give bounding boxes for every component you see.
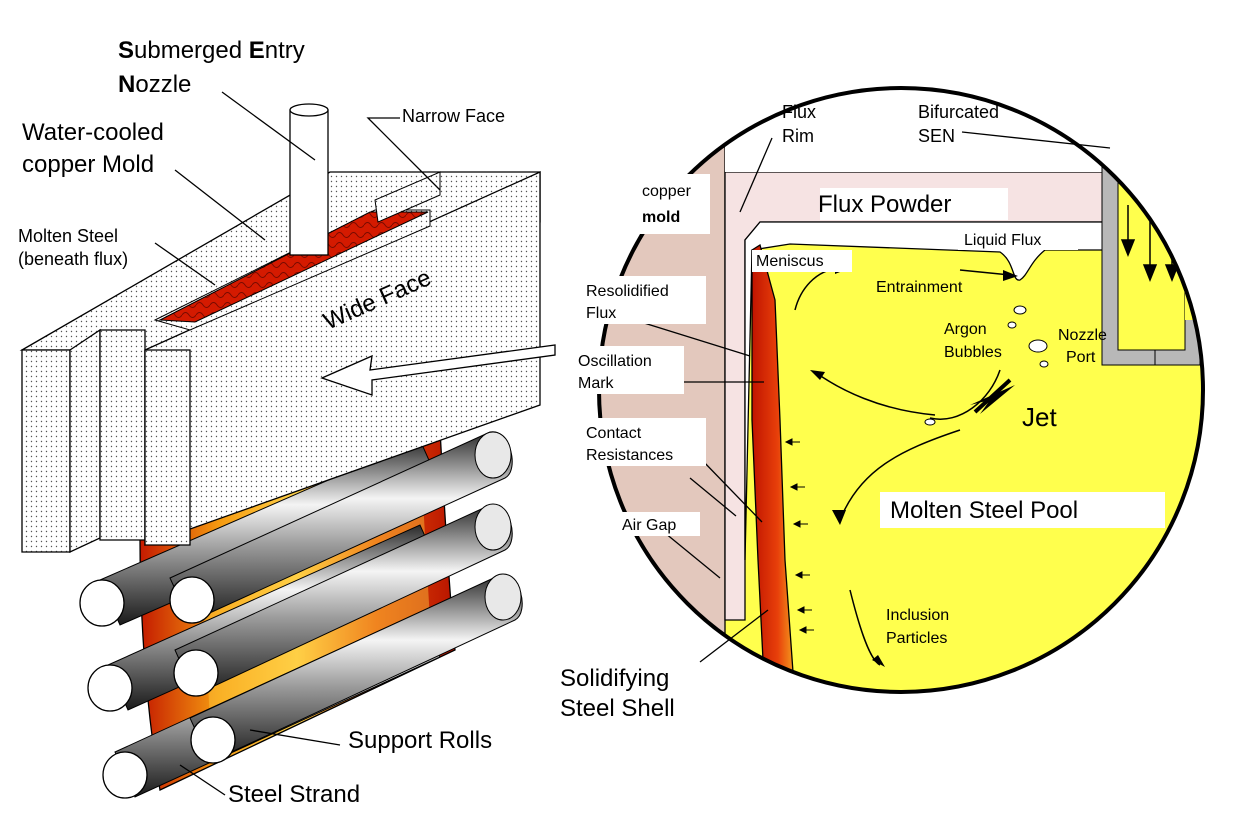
- sen-label-line2: Nozzle: [118, 71, 191, 98]
- entrainment-label: Entrainment: [876, 279, 963, 296]
- bifurcated-sen-label-line1: Bifurcated: [918, 102, 999, 122]
- mold-label-line2: copper Mold: [22, 151, 154, 178]
- nozzle-port-label-line2: Port: [1066, 349, 1096, 366]
- liquid-flux-label: Liquid Flux: [964, 232, 1041, 249]
- copper-mold: [19, 170, 541, 554]
- zoom-arrow: [320, 344, 556, 396]
- steel-strand-label: Steel Strand: [228, 781, 360, 808]
- flux-powder-label: Flux Powder: [818, 191, 951, 218]
- support-rolls: [79, 431, 523, 799]
- narrow-face: [374, 171, 441, 223]
- air-gap-label: Air Gap: [622, 517, 676, 534]
- roll: [173, 503, 513, 697]
- support-rolls-label: Support Rolls: [348, 727, 492, 754]
- solidifying-shell-label-line1: Solidifying: [560, 665, 669, 692]
- oscillation-mark-label-line2: Mark: [578, 375, 615, 392]
- oscillation-mark-label-line1: Oscillation: [578, 353, 652, 370]
- contact-resistances-label-line2: Resistances: [586, 447, 673, 464]
- flux-rim-label-line1: Flux: [782, 102, 816, 122]
- liquid-flux: [744, 221, 1106, 561]
- argon-bubbles-label-line2: Bubbles: [944, 344, 1002, 361]
- solidifying-shell-label-line2: Steel Shell: [560, 695, 675, 722]
- submerged-entry-nozzle: [289, 103, 329, 256]
- flux-rim-label-line2: Rim: [782, 126, 814, 146]
- mold-label-line1: Water-cooled: [22, 119, 164, 146]
- inclusion-particles-label-line1: Inclusion: [886, 607, 949, 624]
- roll: [169, 431, 513, 624]
- strand-assembly: [79, 429, 523, 799]
- bifurcated-sen-label-line2: SEN: [918, 126, 955, 146]
- molten-steel-label-line2: (beneath flux): [18, 249, 128, 269]
- resolidified-flux-label-line2: Flux: [586, 305, 616, 322]
- sen-label-line1: Submerged Entry: [118, 37, 305, 64]
- copper-mold-label-line2: mold: [642, 209, 680, 226]
- molten-steel-pool-label: Molten Steel Pool: [890, 497, 1078, 524]
- nozzle-port-label-line1: Nozzle: [1058, 327, 1107, 344]
- meniscus-label: Meniscus: [756, 253, 824, 270]
- resolidified-flux-label-line1: Resolidified: [586, 283, 669, 300]
- copper-mold-label-line1: copper: [642, 183, 692, 200]
- inclusion-particles-label-line2: Particles: [886, 630, 947, 647]
- molten-steel-label-line1: Molten Steel: [18, 226, 118, 246]
- contact-resistances-label-line1: Contact: [586, 425, 642, 442]
- solidifying-shell: [751, 243, 796, 692]
- argon-bubbles-label-line1: Argon: [944, 321, 987, 338]
- roll: [189, 573, 523, 764]
- jet-label: Jet: [1022, 402, 1057, 432]
- narrow-face-label: Narrow Face: [402, 106, 505, 126]
